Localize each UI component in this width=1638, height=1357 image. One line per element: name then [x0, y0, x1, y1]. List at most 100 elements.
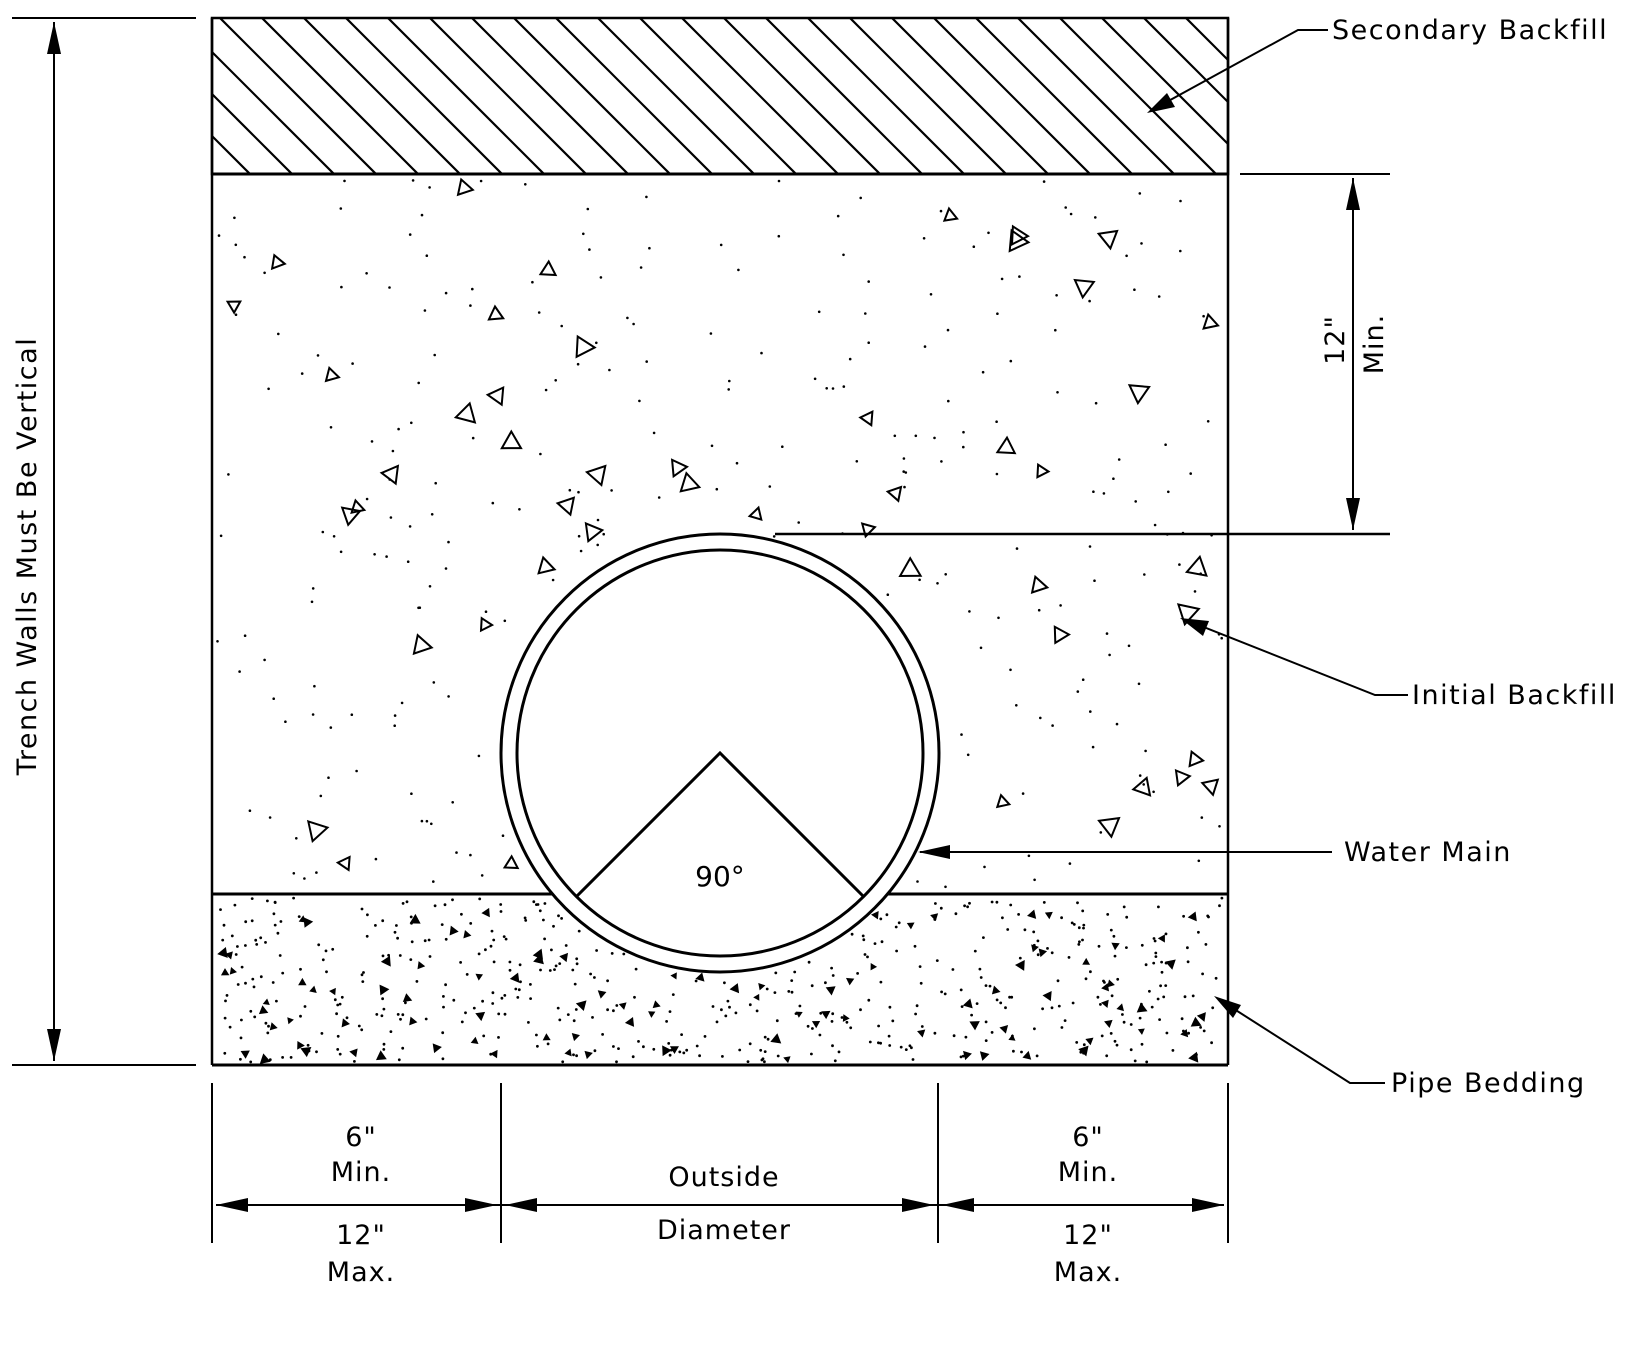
stipple-dot	[430, 822, 433, 826]
bedding-aggregate	[999, 1024, 1009, 1034]
stipple-dot	[252, 985, 256, 989]
stipple-dot	[966, 753, 970, 757]
stipple-dot	[633, 995, 636, 999]
hatch-line	[471, 18, 630, 174]
stipple-dot	[602, 532, 605, 536]
stipple-dot	[267, 387, 270, 391]
stipple-dot	[532, 900, 536, 904]
stipple-dot	[464, 1011, 467, 1015]
stipple-dot	[807, 960, 811, 964]
hatch-line	[681, 18, 840, 174]
stipple-dot	[1009, 359, 1013, 363]
initial-backfill-callout: Initial Backfill	[1180, 618, 1615, 711]
stipple-dot	[1055, 294, 1058, 297]
bedding-aggregate	[1196, 1012, 1206, 1022]
stipple-dot	[768, 485, 772, 488]
bedding-aggregate	[1190, 1016, 1202, 1027]
stipple-dot	[1207, 915, 1210, 919]
stipple-dot	[503, 1012, 507, 1016]
stipple-dot	[542, 918, 545, 922]
stipple-dot	[1077, 943, 1081, 946]
stipple-dot	[867, 280, 870, 283]
stipple-dot	[934, 902, 937, 905]
stipple-dot	[601, 1033, 604, 1036]
stipple-dot	[299, 1014, 302, 1018]
stipple-dot	[1204, 943, 1208, 946]
stipple-dot	[1006, 928, 1010, 931]
bedding-aggregate	[753, 993, 760, 1001]
stipple-dot	[1164, 443, 1167, 447]
aggregate-triangle	[885, 485, 903, 503]
bedding-aggregate	[669, 1046, 679, 1054]
bedding-aggregate	[1015, 959, 1025, 971]
bedding-aggregate	[490, 1049, 498, 1059]
stipple-dot	[340, 285, 343, 289]
bedding-aggregate	[287, 1017, 294, 1025]
stipple-dot	[240, 965, 244, 969]
stipple-dot	[877, 1041, 880, 1045]
stipple-dot	[518, 508, 521, 511]
stipple-dot	[695, 1044, 699, 1048]
stipple-dot	[401, 1046, 405, 1050]
stipple-dot	[1059, 604, 1062, 607]
bedding-aggregate	[1137, 1028, 1145, 1035]
stipple-dot	[1153, 523, 1157, 527]
stipple-dot	[325, 970, 328, 974]
stipple-dot	[564, 944, 568, 947]
bedding-aggregate	[329, 987, 336, 996]
stipple-dot	[902, 457, 906, 460]
stipple-dot	[374, 857, 378, 861]
hatch-line	[212, 134, 252, 174]
stipple-dot	[1057, 1004, 1061, 1008]
stipple-dot	[735, 461, 739, 465]
stipple-dot	[1096, 995, 1100, 999]
bedding-aggregate	[303, 917, 314, 928]
stipple-dot	[471, 436, 475, 440]
aggregate-triangle	[1008, 228, 1031, 253]
aggregate-triangle	[537, 555, 557, 575]
bedding-aggregate	[963, 1050, 972, 1061]
stipple-dot	[1152, 790, 1155, 794]
stipple-dot	[272, 912, 276, 916]
stipple-dot	[1084, 977, 1088, 981]
hatch-line	[219, 18, 378, 174]
stipple-dot	[558, 962, 562, 965]
stipple-dot	[631, 1055, 635, 1059]
bedding-aggregate	[269, 1022, 278, 1031]
stipple-dot	[1162, 995, 1166, 999]
stipple-dot	[995, 420, 998, 424]
stipple-dot	[979, 646, 983, 650]
secondary-backfill-outline	[210, 16, 1230, 176]
right-min-qualifier: Min.	[1058, 1157, 1119, 1188]
hatch-line	[387, 18, 546, 174]
stipple-dot	[250, 897, 254, 900]
stipple-dot	[553, 968, 556, 971]
stipple-dot	[1091, 745, 1095, 749]
stipple-dot	[430, 513, 434, 516]
bedding-aggregate	[1165, 959, 1176, 970]
stipple-dot	[836, 214, 840, 218]
hatch-line	[429, 18, 588, 174]
arrow-left-icon	[942, 1198, 974, 1212]
stipple-dot	[1214, 976, 1218, 980]
bedding-aggregate	[432, 1043, 442, 1054]
stipple-dot	[297, 915, 301, 918]
stipple-dot	[277, 332, 280, 336]
bedding-aggregate	[240, 1050, 250, 1059]
bedding-aggregate	[821, 1010, 831, 1020]
stipple-dot	[410, 940, 414, 944]
stipple-dot	[810, 1052, 813, 1056]
stipple-dot	[1210, 1041, 1213, 1045]
stipple-dot	[381, 954, 385, 958]
bedding-aggregate	[409, 1016, 418, 1026]
stipple-dot	[292, 896, 295, 900]
stipple-dot	[952, 1034, 956, 1038]
stipple-dot	[1129, 1023, 1133, 1026]
secondary-backfill-label: Secondary Backfill	[1332, 15, 1608, 46]
stipple-dot	[279, 920, 283, 923]
stipple-dot	[400, 701, 404, 705]
left-min-qualifier: Min.	[331, 1157, 392, 1188]
leader-line	[1185, 619, 1408, 696]
stipple-dot	[539, 968, 542, 972]
stipple-dot	[595, 949, 598, 952]
